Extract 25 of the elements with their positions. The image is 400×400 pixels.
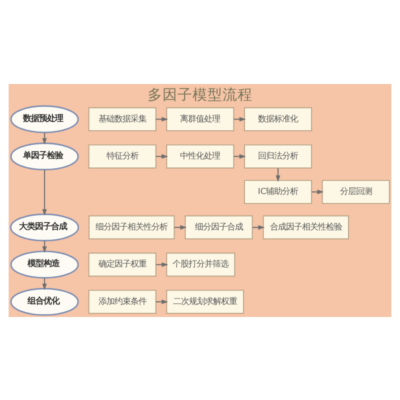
node-box: 添加约束条件 [88,289,156,314]
node-box: 合成因子相关性检验 [262,214,349,239]
arrow [234,116,246,122]
node-ellipse: 单因子检验 [10,142,79,170]
node-box: 细分因子合成 [184,214,253,239]
node-box: 中性化处理 [166,144,234,168]
node-box: 个股打分并筛选 [166,252,236,276]
node-box: 分层回测 [322,179,390,204]
node-ellipse: 组合优化 [10,287,79,316]
node-box: IC辅助分析 [244,179,312,204]
node-ellipse: 模型构造 [10,250,79,278]
node-box: 二次规划求解权重 [166,289,244,314]
node-box: 细分因子相关性分析 [88,214,175,239]
node-box: 特征分析 [88,144,156,168]
node-box: 离群值处理 [166,106,234,131]
node-box: 数据标准化 [244,106,312,131]
node-ellipse: 大类因子合成 [10,212,80,241]
node-box: 确定因子权重 [88,252,156,276]
arrow [156,116,168,122]
diagram-title: 多因子模型流程 [148,86,252,104]
node-ellipse: 数据预处理 [10,104,79,133]
node-box: 回归法分析 [244,144,312,168]
node-box: 基础数据采集 [88,106,156,131]
arrow [276,168,280,182]
arrow [42,169,47,216]
